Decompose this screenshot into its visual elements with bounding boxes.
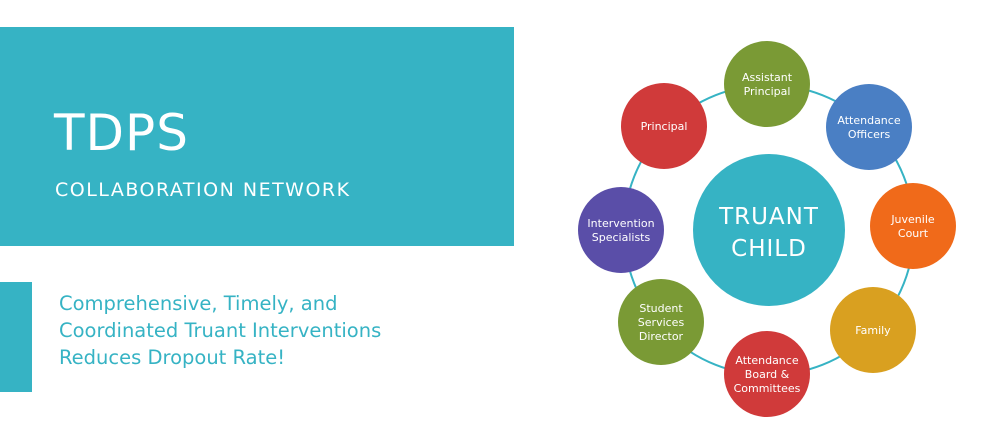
node-attendance-board-label: Board & bbox=[745, 368, 790, 381]
node-attendance-board-circle bbox=[724, 331, 810, 417]
node-attendance-officers-label: Attendance bbox=[837, 114, 900, 127]
node-principal-circle bbox=[621, 83, 707, 169]
title-banner bbox=[0, 27, 514, 246]
node-family: Family bbox=[830, 287, 916, 373]
accent-bar bbox=[0, 282, 32, 392]
node-family-circle bbox=[830, 287, 916, 373]
node-student-services-director-label: Student bbox=[639, 302, 683, 315]
node-attendance-officers-circle bbox=[826, 84, 912, 170]
node-principal-label: Principal bbox=[641, 120, 688, 133]
node-student-services-director-label: Director bbox=[639, 330, 684, 343]
tagline-line-1: Comprehensive, Timely, and bbox=[59, 292, 338, 315]
node-student-services-director-label: Services bbox=[638, 316, 685, 329]
center-circle bbox=[693, 154, 845, 306]
node-family-label: Family bbox=[855, 324, 891, 337]
node-juvenile-court-label: Court bbox=[898, 227, 929, 240]
tagline-line-3: Reduces Dropout Rate! bbox=[59, 346, 286, 369]
node-intervention-specialists-label: Intervention bbox=[587, 217, 654, 230]
node-attendance-board-label: Committees bbox=[734, 382, 801, 395]
node-intervention-specialists-circle bbox=[578, 187, 664, 273]
node-intervention-specialists-label: Specialists bbox=[592, 231, 651, 244]
node-attendance-board-label: Attendance bbox=[735, 354, 798, 367]
node-assistant-principal-circle bbox=[724, 41, 810, 127]
node-juvenile-court-circle bbox=[870, 183, 956, 269]
node-attendance-officers-label: Officers bbox=[848, 128, 891, 141]
tagline-line-2: Coordinated Truant Interventions bbox=[59, 319, 382, 342]
page-title: TDPS bbox=[54, 104, 189, 162]
collaboration-network-diagram: TRUANTCHILDAssistantPrincipalAttendanceO… bbox=[578, 41, 956, 417]
page-subtitle: COLLABORATION NETWORK bbox=[55, 179, 351, 201]
node-juvenile-court-label: Juvenile bbox=[890, 213, 935, 226]
node-assistant-principal-label: Principal bbox=[744, 85, 791, 98]
center-label-line: TRUANT bbox=[718, 204, 819, 230]
center-label-line: CHILD bbox=[731, 236, 807, 262]
node-assistant-principal-label: Assistant bbox=[742, 71, 793, 84]
node-principal: Principal bbox=[621, 83, 707, 169]
node-student-services-director-circle bbox=[618, 279, 704, 365]
tagline: Comprehensive, Timely, and Coordinated T… bbox=[59, 290, 381, 371]
